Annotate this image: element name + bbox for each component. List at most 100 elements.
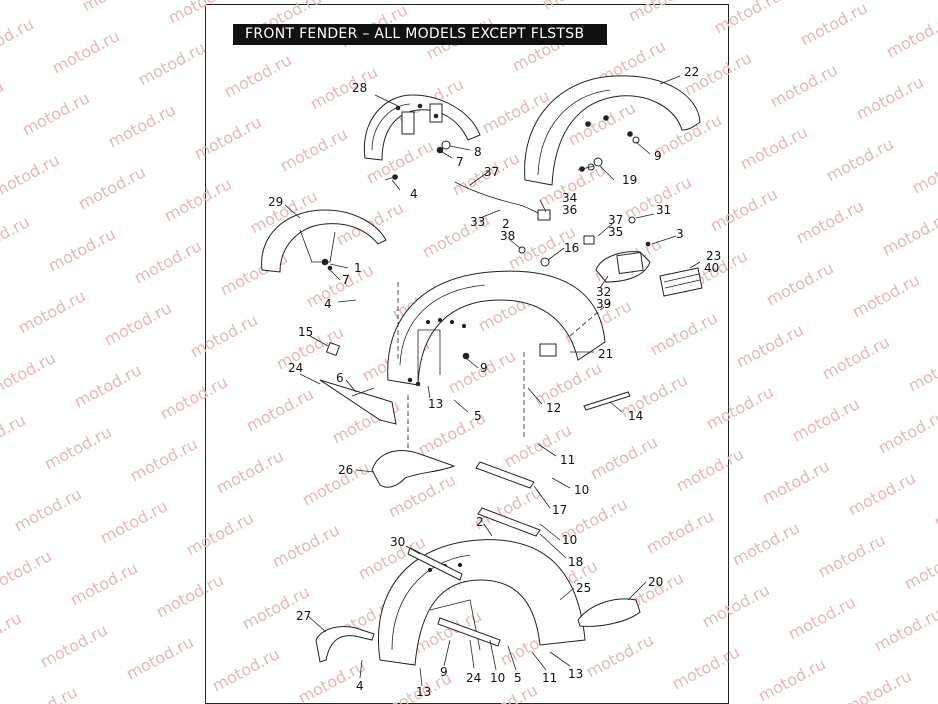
watermark-text: motod.ru — [183, 508, 257, 559]
watermark-text: motod.ru — [845, 468, 919, 519]
callout-31: 31 — [656, 203, 671, 217]
callout-3: 3 — [676, 227, 684, 241]
light-housing-32 — [595, 251, 651, 283]
watermark-text: motod.ru — [157, 372, 231, 423]
watermark-text: motod.ru — [849, 270, 923, 321]
watermark-text: motod.ru — [875, 406, 938, 457]
watermark-text: motod.ru — [669, 642, 743, 693]
callout-19: 19 — [622, 173, 637, 187]
callout-21: 21 — [598, 347, 613, 361]
fender-29 — [261, 209, 387, 273]
callout-2: 2 — [502, 217, 510, 231]
strip-17 — [475, 461, 535, 489]
callout-37b: 37 — [608, 213, 623, 227]
callout-30: 30 — [390, 535, 405, 549]
callout-28: 28 — [352, 81, 367, 95]
callout-22: 22 — [684, 65, 699, 79]
watermark-text: motod.ru — [0, 348, 59, 399]
watermark-text: motod.ru — [819, 332, 893, 383]
watermark-text: motod.ru — [539, 0, 613, 14]
callouts: 28 22 8 7 9 37 4 19 34 36 2 33 29 38 37 … — [268, 65, 721, 699]
watermark-text: motod.ru — [0, 274, 3, 325]
callout-10: 10 — [574, 483, 589, 497]
callout-29: 29 — [268, 195, 283, 209]
watermark-text: motod.ru — [815, 530, 889, 581]
watermark-text: motod.ru — [161, 174, 235, 225]
rod-14 — [583, 391, 631, 411]
callout-17: 17 — [552, 503, 567, 517]
watermark-text: motod.ru — [135, 38, 209, 89]
callout-4: 4 — [410, 187, 418, 201]
watermark-text: motod.ru — [79, 0, 153, 16]
watermark-text: motod.ru — [209, 644, 283, 695]
callout-24b: 24 — [466, 671, 481, 685]
assembly-lines — [397, 282, 613, 470]
watermark-text: motod.ru — [905, 344, 938, 395]
watermark-text: motod.ru — [269, 520, 343, 571]
diagram-title: FRONT FENDER – ALL MODELS EXCEPT FLSTSB — [233, 24, 607, 45]
callout-10b: 10 — [562, 533, 577, 547]
callout-9: 9 — [654, 149, 662, 163]
watermark-text: motod.ru — [105, 100, 179, 151]
watermark-text: motod.ru — [221, 50, 295, 101]
watermark-text: motod.ru — [871, 604, 938, 655]
callout-24: 24 — [288, 361, 303, 375]
watermark-text: motod.ru — [307, 62, 381, 113]
watermark-text: motod.ru — [711, 0, 785, 38]
watermark-text: motod.ru — [901, 542, 938, 593]
trim-30 — [407, 547, 463, 581]
callout-5: 5 — [474, 409, 482, 423]
callout-7b: 7 — [342, 273, 350, 287]
watermark-text: motod.ru — [131, 236, 205, 287]
strip-18 — [477, 507, 541, 537]
callout-36: 36 — [562, 203, 577, 217]
watermark-text: motod.ru — [789, 394, 863, 445]
callout-32: 32 — [596, 285, 611, 299]
watermark-text: motod.ru — [643, 506, 717, 557]
watermark-text: motod.ru — [75, 162, 149, 213]
watermark-text: motod.ru — [153, 570, 227, 621]
fender-21 — [387, 270, 606, 387]
watermark-text: motod.ru — [0, 212, 33, 263]
watermark-text: motod.ru — [0, 410, 29, 461]
watermark-text: motod.ru — [67, 558, 141, 609]
callout-2b: 2 — [476, 515, 484, 529]
callout-15: 15 — [298, 325, 313, 339]
fender-28 — [363, 94, 481, 161]
watermark-text: motod.ru — [299, 458, 373, 509]
watermark-text: motod.ru — [853, 72, 927, 123]
watermark-text: motod.ru — [699, 580, 773, 631]
watermark-text: motod.ru — [101, 298, 175, 349]
watermark-text: motod.ru — [729, 518, 803, 569]
callout-11b: 11 — [542, 671, 557, 685]
callout-7: 7 — [456, 155, 464, 169]
leader-lines — [284, 75, 701, 687]
watermark-text: motod.ru — [763, 258, 837, 309]
callout-37: 37 — [484, 165, 499, 179]
callout-13b: 13 — [568, 667, 583, 681]
trim-26 — [371, 450, 456, 488]
watermark-text: motod.ru — [583, 630, 657, 681]
callout-26: 26 — [338, 463, 353, 477]
trim-27 — [315, 626, 375, 663]
callout-16: 16 — [564, 241, 579, 255]
callout-4b: 4 — [324, 297, 332, 311]
callout-18: 18 — [568, 555, 583, 569]
watermark-text: motod.ru — [187, 310, 261, 361]
watermark-text: motod.ru — [243, 384, 317, 435]
watermark-text: motod.ru — [793, 196, 867, 247]
callout-11: 11 — [560, 453, 575, 467]
watermark-text: motod.ru — [703, 382, 777, 433]
watermark-text: motod.ru — [127, 434, 201, 485]
hardware-8-7-4 — [384, 136, 640, 181]
watermark-text: motod.ru — [737, 122, 811, 173]
fender-22 — [524, 75, 701, 186]
watermark-text: motod.ru — [767, 60, 841, 111]
watermark-text: motod.ru — [823, 134, 897, 185]
watermark-text: motod.ru — [15, 286, 89, 337]
watermark-text: motod.ru — [303, 260, 377, 311]
trim-20 — [577, 598, 641, 627]
watermark-text: motod.ru — [759, 456, 833, 507]
